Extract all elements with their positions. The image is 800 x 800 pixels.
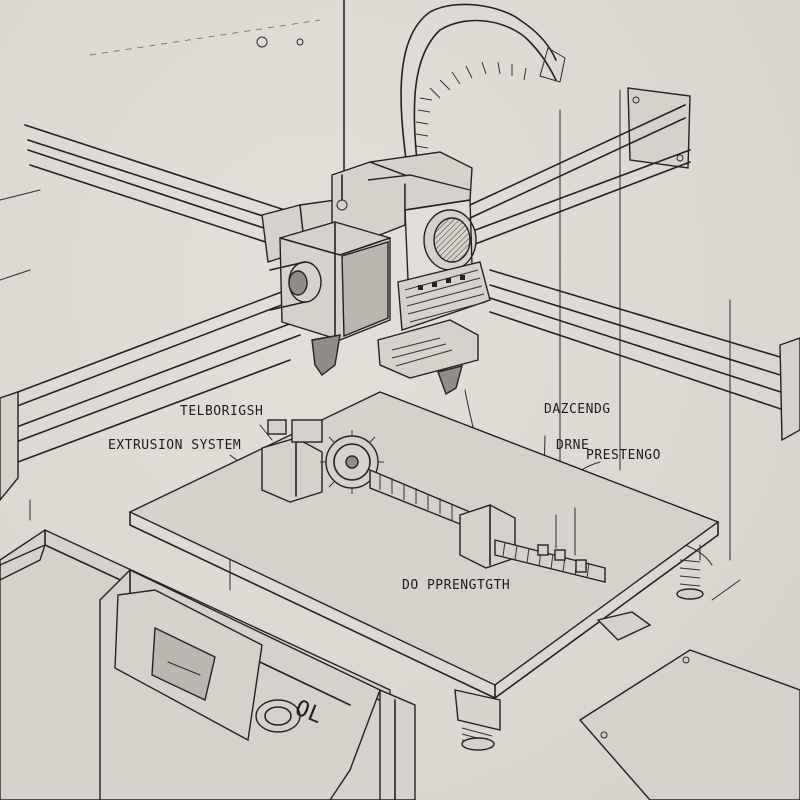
display-screen — [151, 626, 216, 702]
annotation-extrusion-system: EXTRUSION SYSTEM — [108, 438, 242, 453]
annotation-drive-right: PRESTENGO — [586, 448, 661, 463]
extruder-head — [269, 151, 491, 396]
annotation-top-left: TELBORIGSH — [180, 404, 264, 419]
extrusion-drive — [261, 419, 606, 583]
y-rail — [0, 269, 800, 502]
rail-mount-plate — [627, 87, 691, 169]
control-knob[interactable] — [255, 699, 301, 733]
x-rail — [24, 104, 691, 251]
frame-outline — [0, 19, 731, 761]
control-box — [0, 529, 800, 800]
annotation-top-right: DAZCENDG — [544, 402, 611, 417]
annotation-bottom: DO PPRENGTGTH — [402, 578, 511, 593]
filament-tube — [343, 0, 566, 191]
annotation-drive-top: DRNE — [556, 438, 590, 453]
